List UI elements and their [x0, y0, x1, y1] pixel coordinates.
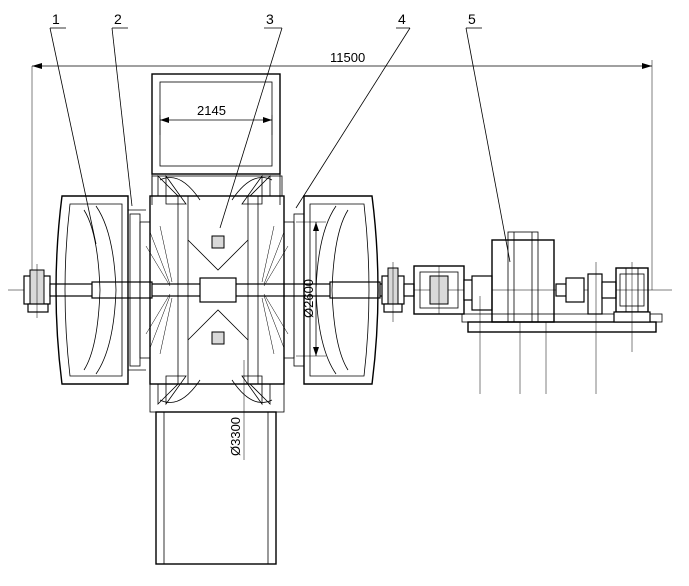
shaft-diameter-label: Ø2600: [301, 279, 316, 318]
main-shaft: [49, 277, 391, 303]
callout-2: 2: [114, 11, 122, 27]
callout-4: 4: [398, 11, 406, 27]
lower-discharge-chute: [155, 411, 277, 565]
left-bearing: [23, 264, 51, 318]
overall-length-dimension: 11500: [31, 50, 653, 290]
callout-3: 3: [266, 11, 274, 27]
upper-feed-chute: 2145: [151, 73, 281, 205]
overall-length-label: 11500: [330, 50, 365, 65]
wheel-width-label: 2145: [197, 103, 226, 118]
right-bearing: [381, 262, 405, 322]
wheel-diameter-dimension: Ø3300: [228, 360, 245, 460]
right-wheel: Ø2600: [296, 195, 379, 385]
callout-5: 5: [468, 11, 476, 27]
callout-leaders: [49, 27, 511, 263]
left-wheel: [55, 195, 146, 385]
callout-1: 1: [52, 11, 60, 27]
drive-motor: [555, 262, 651, 394]
gear-reducer: [461, 231, 663, 394]
wheel-diameter-label: Ø3300: [228, 417, 243, 456]
